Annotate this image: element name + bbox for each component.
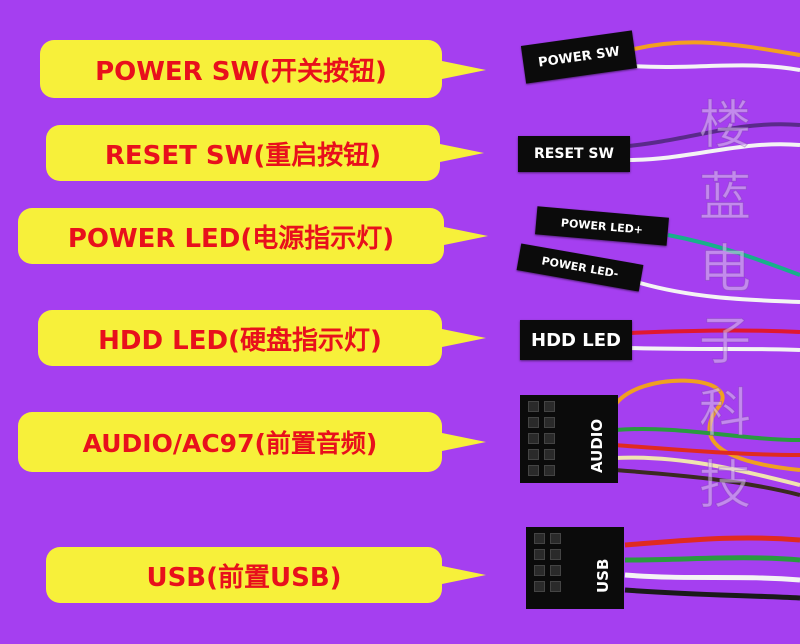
callout-text-power-sw: POWER SW(开关按钮) <box>95 56 387 87</box>
header-label-audio: AUDIO <box>588 418 606 473</box>
callout-pointer <box>440 144 484 162</box>
callout-bubble: POWER SW(开关按钮) <box>40 40 442 98</box>
callout-pointer <box>442 61 486 79</box>
pin <box>550 565 561 576</box>
wire-power-sw-white <box>629 63 800 72</box>
pin <box>550 581 561 592</box>
plug-hdd-led: HDD LED <box>520 320 632 360</box>
pin <box>528 433 539 444</box>
pin <box>544 417 555 428</box>
plug-label-hdd-led: HDD LED <box>531 329 621 351</box>
wire-power-sw-orange <box>629 40 800 57</box>
callout-pointer <box>442 433 486 451</box>
callout-pointer <box>442 566 486 584</box>
plug-label-reset-sw: RESET SW <box>534 146 614 162</box>
pin <box>534 533 545 544</box>
callout-power-led: POWER LED(电源指示灯) <box>18 208 498 266</box>
wire-hdd-white <box>629 346 800 352</box>
watermark-char: 电 <box>698 240 751 301</box>
pin <box>528 449 539 460</box>
pin <box>550 533 561 544</box>
wire-audio-cream <box>614 455 800 487</box>
pin <box>534 549 545 560</box>
pin <box>544 401 555 412</box>
callout-hdd-led: HDD LED(硬盘指示灯) <box>38 310 498 368</box>
wire-usb-red <box>624 535 800 548</box>
callout-bubble: RESET SW(重启按钮) <box>46 125 440 181</box>
plug-label-power-led-plus: POWER LED+ <box>560 215 644 237</box>
watermark-char: 技 <box>698 456 751 517</box>
pin <box>534 565 545 576</box>
pin <box>550 549 561 560</box>
pin <box>528 401 539 412</box>
callout-bubble: POWER LED(电源指示灯) <box>18 208 444 264</box>
callout-power-sw: POWER SW(开关按钮) <box>40 40 490 100</box>
watermark: 楼 蓝 电 子 科 技 <box>685 90 765 522</box>
wire-usb-black <box>624 587 800 601</box>
header-label-usb: USB <box>594 558 612 593</box>
wire-reset-sw-white <box>627 142 800 162</box>
callout-text-hdd-led: HDD LED(硬盘指示灯) <box>98 325 382 356</box>
callout-pointer <box>444 227 488 245</box>
header-usb: USB <box>526 527 624 609</box>
watermark-char: 楼 <box>698 96 751 157</box>
callout-pointer <box>442 329 486 347</box>
wire-reset-sw-purple <box>627 122 800 148</box>
wire-hdd-red <box>629 328 800 335</box>
wire-power-led-white <box>639 281 800 304</box>
wire-audio-red <box>614 443 800 457</box>
pin <box>528 465 539 476</box>
plug-reset-sw: RESET SW <box>518 136 630 172</box>
pin <box>544 465 555 476</box>
pin <box>544 433 555 444</box>
pin <box>544 449 555 460</box>
callout-reset-sw: RESET SW(重启按钮) <box>46 125 496 183</box>
callout-bubble: AUDIO/AC97(前置音频) <box>18 412 442 472</box>
pin <box>534 581 545 592</box>
callout-audio: AUDIO/AC97(前置音频) <box>18 412 498 474</box>
watermark-char: 科 <box>698 384 751 445</box>
plug-label-power-sw: POWER SW <box>537 43 621 71</box>
watermark-char: 子 <box>698 312 751 373</box>
callout-text-audio: AUDIO/AC97(前置音频) <box>82 429 378 458</box>
callout-bubble: HDD LED(硬盘指示灯) <box>38 310 442 366</box>
callout-text-usb: USB(前置USB) <box>146 562 342 593</box>
pin <box>528 417 539 428</box>
callout-text-power-led: POWER LED(电源指示灯) <box>67 223 395 254</box>
header-audio: AUDIO <box>520 395 618 483</box>
wire-power-led-green <box>667 233 800 277</box>
callout-bubble: USB(前置USB) <box>46 547 442 603</box>
wire-usb-white <box>624 572 800 583</box>
wire-audio-green <box>614 426 800 442</box>
wire-audio-brown <box>614 468 800 497</box>
wire-usb-green <box>624 555 800 563</box>
callout-usb: USB(前置USB) <box>46 547 496 605</box>
watermark-char: 蓝 <box>698 168 751 229</box>
callout-text-reset-sw: RESET SW(重启按钮) <box>104 140 382 171</box>
